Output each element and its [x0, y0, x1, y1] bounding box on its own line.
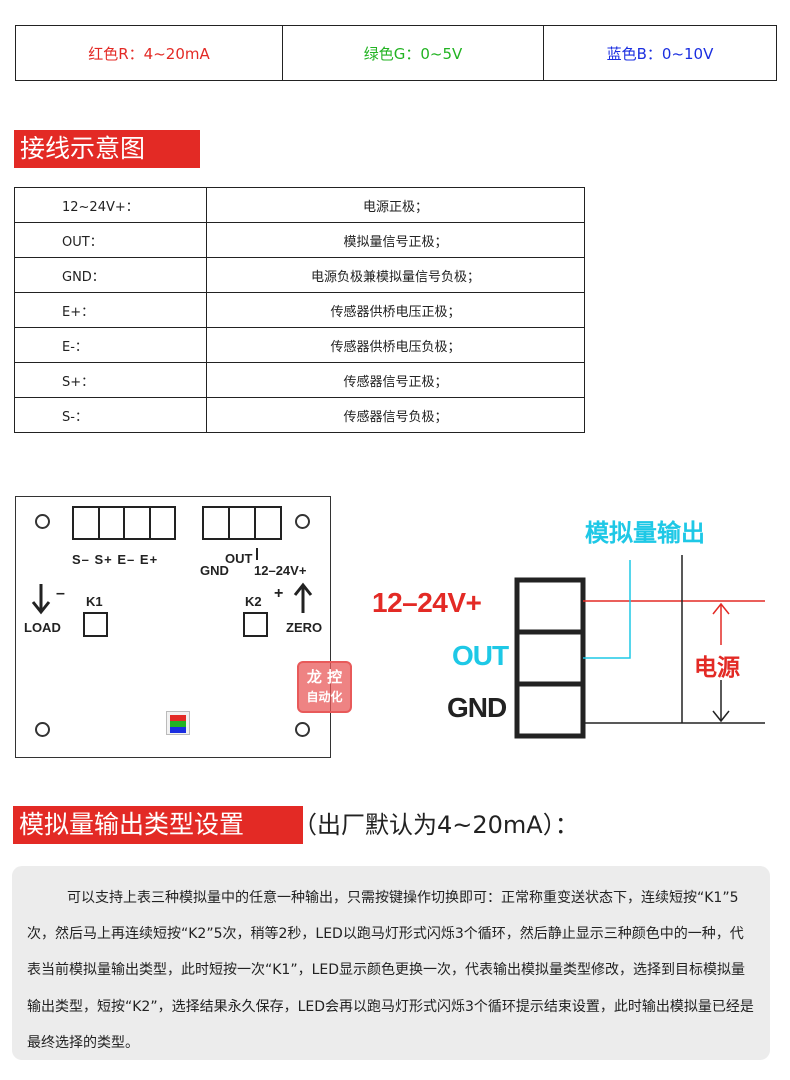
terminal-description-cell: 电源正极；: [206, 187, 585, 223]
wiring-row: E-：传感器供桥电压负极；: [14, 327, 585, 363]
brand-logo-stamp: 龙 控 自动化: [297, 661, 352, 713]
logo-line1: 龙 控: [306, 668, 343, 686]
wiring-row: S-：传感器信号负极；: [14, 397, 585, 433]
load-sign: –: [56, 585, 65, 602]
wiring-row: E+：传感器供桥电压正极；: [14, 292, 585, 328]
wiring-section-title: 接线示意图: [14, 130, 200, 168]
k2-label: K2: [245, 594, 262, 609]
led-indicator: [166, 711, 190, 735]
mounting-hole-icon: [35, 514, 50, 529]
wiring-row: OUT：模拟量信号正极；: [14, 222, 585, 258]
gnd-pin-label: GND: [447, 692, 507, 723]
arrow-up-icon: [293, 582, 313, 613]
connection-diagram: [514, 555, 765, 739]
power-pin-label: 12–24V+: [372, 587, 482, 618]
output-section-title: 模拟量输出类型设置: [13, 806, 303, 844]
terminal-name-cell: E-：: [14, 327, 207, 363]
terminal-name-cell: 12~24V+：: [14, 187, 207, 223]
zero-sign: +: [274, 585, 284, 602]
terminal-name-cell: OUT：: [14, 222, 207, 258]
logo-line2: 自动化: [306, 690, 343, 704]
terminal-description-cell: 传感器信号负极；: [206, 397, 585, 433]
terminal-description-cell: 电源负极兼模拟量信号负极；: [206, 257, 585, 293]
mounting-hole-icon: [295, 722, 310, 737]
gnd-terminal-label: GND: [200, 563, 229, 578]
instructions-text: 可以支持上表三种模拟量中的任意一种输出，只需按键操作切换即可：正常称重变送状态下…: [27, 890, 754, 1051]
green-mode-cell: 绿色G：0~5V: [283, 26, 544, 80]
transmitter-board: S– S+ E– E+ GND OUT 12–24V+ – LOAD K1 K2…: [15, 496, 331, 758]
red-mode-label: 红色R：4~20mA: [88, 44, 210, 63]
terminal-description-cell: 模拟量信号正极；: [206, 222, 585, 258]
terminal-description-cell: 传感器供桥电压正极；: [206, 292, 585, 328]
output-section-default-note: （出厂默认为4~20mA）：: [293, 811, 579, 839]
k2-button: [243, 612, 268, 637]
blue-mode-cell: 蓝色B：0~10V: [544, 26, 776, 80]
out-wire: [583, 560, 631, 659]
out-terminal-box: [514, 629, 586, 687]
terminal-name-cell: GND：: [14, 257, 207, 293]
load-label: LOAD: [24, 620, 61, 635]
output-color-table: 红色R：4~20mA 绿色G：0~5V 蓝色B：0~10V: [15, 25, 777, 81]
analog-output-label: 模拟量输出: [585, 519, 705, 547]
terminal-description-cell: 传感器信号正极；: [206, 362, 585, 398]
wiring-table: 12~24V+：电源正极；OUT：模拟量信号正极；GND：电源负极兼模拟量信号负…: [14, 187, 585, 433]
terminal-name-cell: S+：: [14, 362, 207, 398]
led-red-stripe: [170, 715, 186, 721]
power-terminal-box: [514, 577, 586, 635]
terminal-name-cell: E+：: [14, 292, 207, 328]
terminal-divider: [256, 548, 258, 560]
mounting-hole-icon: [295, 514, 310, 529]
gnd-terminal-box: [514, 681, 586, 739]
sensor-terminal-block: [72, 506, 176, 540]
power-terminal-label: 12–24V+: [254, 563, 307, 578]
zero-label: ZERO: [286, 620, 323, 635]
out-pin-label: OUT: [452, 640, 509, 671]
sensor-terminal-labels: S– S+ E– E+: [72, 552, 159, 567]
k1-label: K1: [86, 594, 103, 609]
instructions-panel: 可以支持上表三种模拟量中的任意一种输出，只需按键操作切换即可：正常称重变送状态下…: [12, 866, 770, 1060]
red-mode-cell: 红色R：4~20mA: [16, 26, 283, 80]
terminal-name-cell: S-：: [14, 397, 207, 433]
green-mode-label: 绿色G：0~5V: [363, 44, 463, 63]
k1-button: [83, 612, 108, 637]
mounting-hole-icon: [35, 722, 50, 737]
out-terminal-label: OUT: [225, 551, 253, 566]
terminal-description-cell: 传感器供桥电压负极；: [206, 327, 585, 363]
wiring-row: GND：电源负极兼模拟量信号负极；: [14, 257, 585, 293]
wiring-row: 12~24V+：电源正极；: [14, 187, 585, 223]
blue-mode-label: 蓝色B：0~10V: [606, 44, 714, 63]
wiring-row: S+：传感器信号正极；: [14, 362, 585, 398]
led-green-stripe: [170, 721, 186, 727]
power-terminal-block: [202, 506, 282, 540]
power-supply-label: 电源: [694, 655, 740, 681]
led-blue-stripe: [170, 727, 186, 733]
arrow-down-icon: [31, 584, 51, 615]
